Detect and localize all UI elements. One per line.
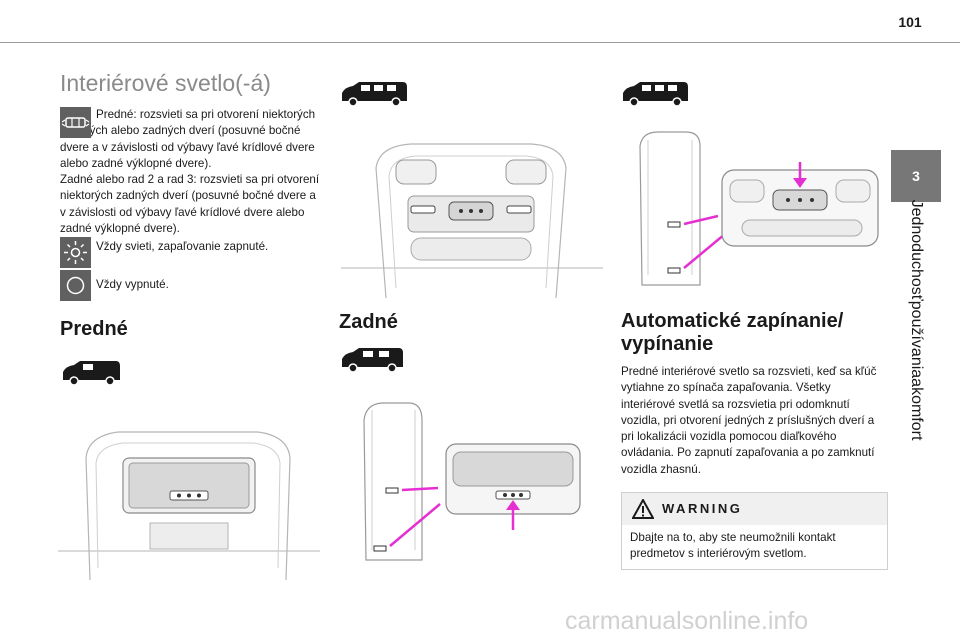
warning-box: WARNING Dbajte na to, aby ste neumožnili…	[621, 492, 888, 570]
always-off-row: Vždy vypnuté.	[60, 270, 322, 302]
rear-van-icon-2	[339, 345, 405, 375]
auto-van-icon	[620, 79, 690, 109]
door-mode-block: Predné: rozsvieti sa pri otvorení niekto…	[60, 107, 322, 172]
door-light-icon	[60, 107, 91, 138]
rear-mode-text: Zadné alebo rad 2 a rad 3: rozsvieti sa …	[60, 173, 320, 236]
front-van-icon	[60, 358, 122, 388]
page-number: 101	[898, 14, 922, 30]
rear-title: Zadné	[339, 311, 398, 333]
warning-title: WARNING	[662, 501, 743, 516]
circle-off-icon	[60, 270, 91, 302]
always-on-text: Vždy svieti, zapaľovanie zapnuté.	[96, 240, 269, 254]
always-on-row: Vždy svieti, zapaľovanie zapnuté.	[60, 237, 322, 269]
auto-title-line2: vypínanie	[621, 333, 714, 355]
overhead-console-illustration	[341, 138, 603, 303]
watermark: carmanualsonline.info	[565, 607, 809, 635]
auto-section: Automatické zapínanie/ vypínanie Predné …	[621, 310, 886, 478]
auto-light-illustration	[630, 130, 885, 290]
always-off-text: Vždy vypnuté.	[96, 278, 169, 292]
door-mode-text: Predné: rozsvieti sa pri otvorení niekto…	[60, 108, 316, 170]
header-divider	[0, 42, 960, 43]
rear-van-icon-1	[339, 79, 409, 109]
warning-text: Dbajte na to, aby ste neumožnili kontakt…	[630, 531, 836, 560]
sun-icon	[60, 237, 91, 269]
front-light-illustration	[58, 418, 320, 583]
front-title: Predné	[60, 318, 128, 341]
rear-light-illustration	[360, 400, 590, 565]
warning-triangle-icon	[632, 499, 654, 519]
chapter-tab[interactable]: 3	[891, 150, 941, 202]
auto-text: Predné interiérové svetlo sa rozsvieti, …	[621, 365, 877, 476]
auto-title-line1: Automatické zapínanie/	[621, 310, 844, 332]
warning-header: WARNING	[622, 493, 887, 525]
interior-light-section: Interiérové svetlo(-á) Predné: rozsvieti…	[60, 70, 322, 341]
chapter-title: Jednoduchosťpoužívaniaakomfort	[908, 199, 925, 441]
auto-title: Automatické zapínanie/ vypínanie	[621, 310, 886, 356]
section-title: Interiérové svetlo(-á)	[60, 70, 271, 96]
